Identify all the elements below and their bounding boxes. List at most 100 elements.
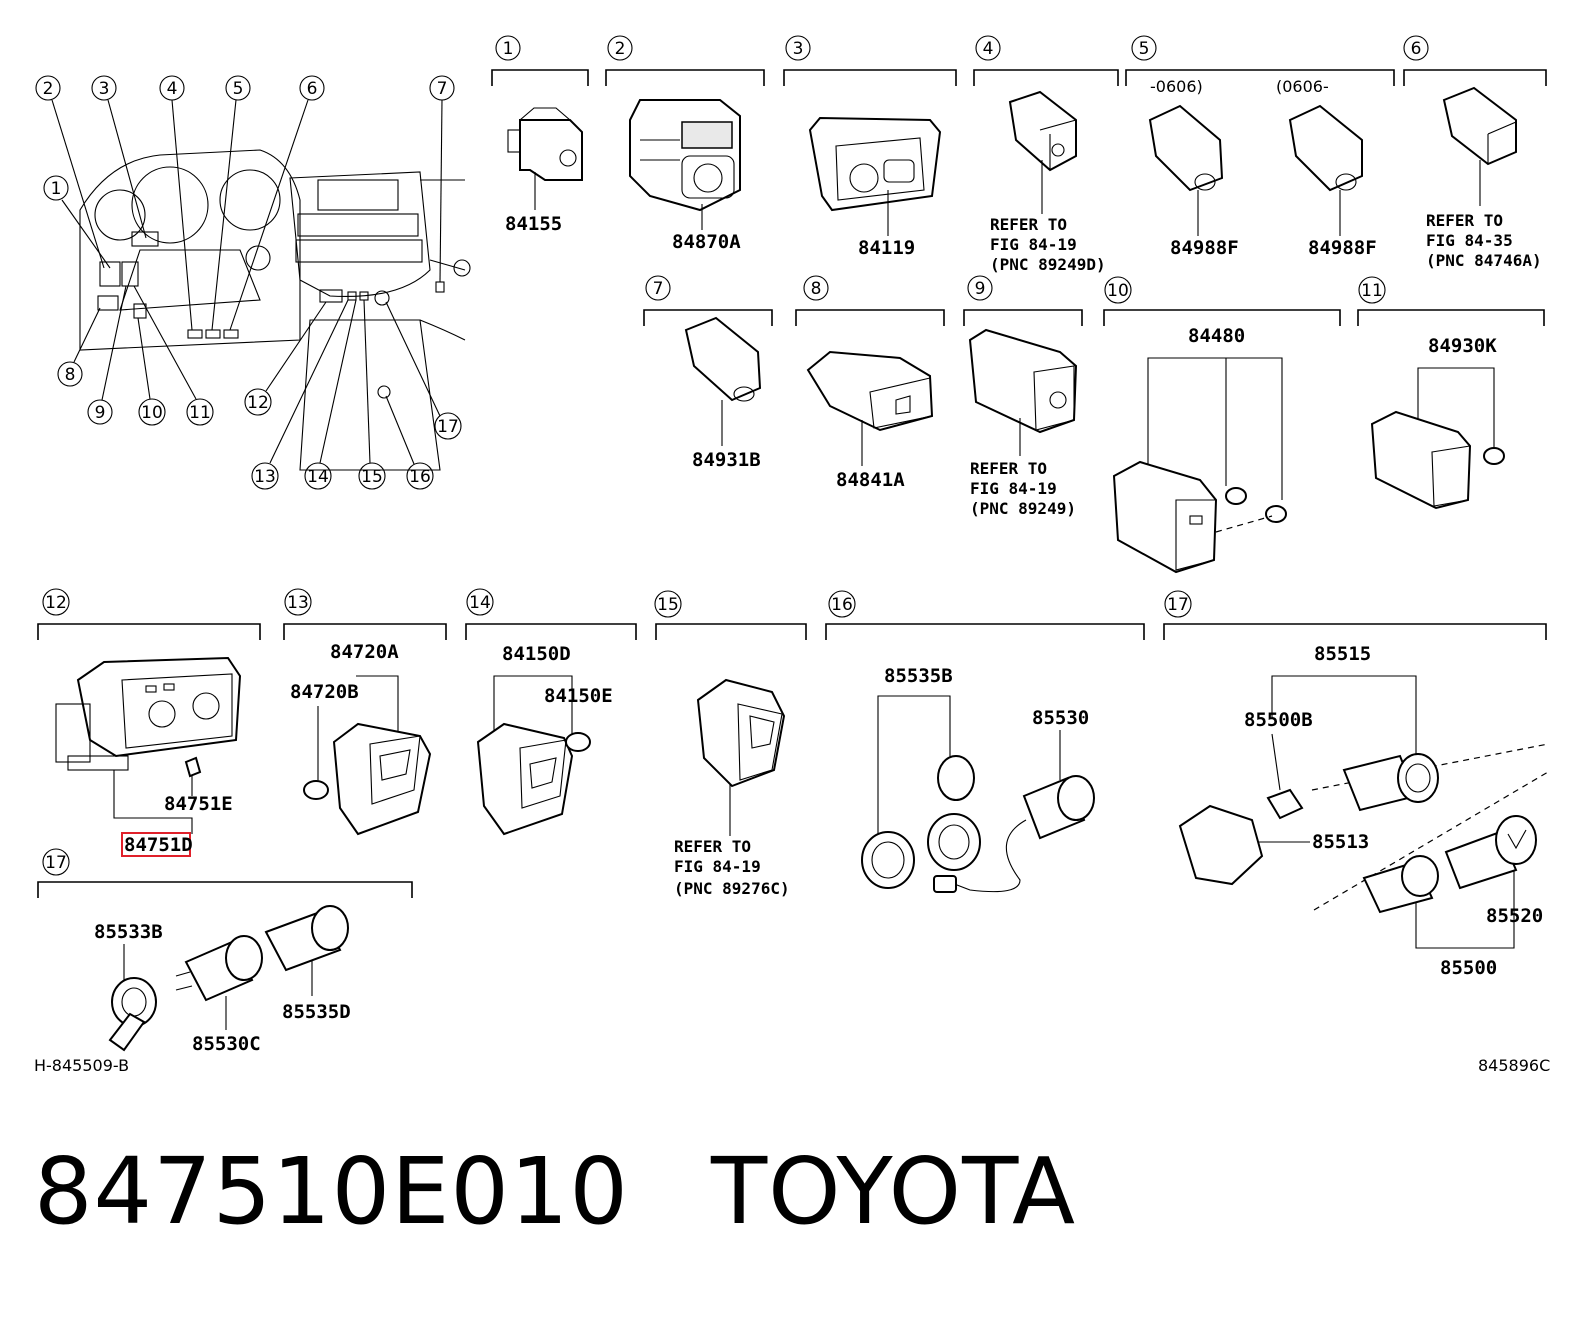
socket-85515-drawing: [1178, 743, 1549, 914]
switch-84119-drawing: [808, 116, 942, 212]
section-17-left: 17 85533B 85530C 85535D: [37, 848, 413, 1055]
range-label-a: -0606): [1150, 77, 1203, 96]
svg-text:6: 6: [1411, 39, 1422, 59]
svg-text:FIG 84-19: FIG 84-19: [970, 479, 1057, 498]
part-84150d-label: 84150D: [502, 643, 571, 665]
part-84841a-label: 84841A: [836, 469, 905, 491]
svg-text:4: 4: [983, 39, 994, 59]
section-11: 11 84930K: [1357, 276, 1545, 510]
section-1: 1 84155: [491, 35, 589, 235]
part-84480-label: 84480: [1188, 325, 1245, 347]
svg-text:2: 2: [615, 39, 626, 59]
switch-84841a-drawing: [806, 350, 934, 432]
svg-text:16: 16: [831, 595, 853, 615]
section-3: 3 84119: [783, 35, 957, 259]
svg-text:8: 8: [811, 279, 822, 299]
section-9: 9 REFER TO FIG 84-19 (PNC 89249): [963, 275, 1083, 518]
svg-text:REFER TO: REFER TO: [970, 459, 1047, 478]
svg-text:14: 14: [469, 593, 491, 613]
svg-text:(PNC 89276C): (PNC 89276C): [674, 879, 790, 898]
callout-5: 5: [233, 79, 244, 99]
part-85513-label: 85513: [1312, 831, 1369, 853]
section-2: 2 84870A: [605, 35, 765, 253]
switch-84155-drawing: [507, 107, 583, 181]
socket-85530-drawing: [861, 755, 1095, 893]
svg-text:REFER TO: REFER TO: [1426, 211, 1503, 230]
callout-12: 12: [247, 393, 269, 413]
part-85500b-label: 85500B: [1244, 709, 1313, 731]
section-4: 4 REFER TO FIG 84-19 (PNC 89249D): [973, 35, 1119, 274]
callout-1: 1: [51, 179, 62, 199]
switch-84931b-drawing: [684, 316, 762, 402]
switch-84150d-drawing: [476, 722, 591, 836]
part-85535b-label: 85535B: [884, 665, 953, 687]
part-85520-label: 85520: [1486, 905, 1543, 927]
part-number: 847510E010: [34, 1138, 629, 1245]
switch-84746a-drawing: [1442, 86, 1517, 166]
part-85515-label: 85515: [1314, 643, 1371, 665]
callout-13: 13: [254, 467, 276, 487]
callout-4: 4: [167, 79, 178, 99]
part-caption: 847510E010 TOYOTA: [34, 1138, 1158, 1245]
section-6: 6 REFER TO FIG 84-35 (PNC 84746A): [1403, 35, 1547, 270]
part-85530c-label: 85530C: [192, 1033, 261, 1055]
switch-89249d-drawing: [1008, 90, 1077, 172]
figure-code-right: 845896C: [1478, 1056, 1550, 1075]
part-84870a-label: 84870A: [672, 231, 741, 253]
section-10: 10 84480: [1103, 276, 1341, 574]
callout-14: 14: [307, 467, 329, 487]
switch-89249-drawing: [968, 328, 1078, 434]
svg-text:FIG 84-19: FIG 84-19: [674, 857, 761, 876]
part-84751d-label: 84751D: [124, 834, 193, 856]
brand-name: TOYOTA: [710, 1138, 1077, 1245]
callout-17: 17: [437, 417, 459, 437]
part-85533b-label: 85533B: [94, 921, 163, 943]
part-84931b-label: 84931B: [692, 449, 761, 471]
svg-text:17: 17: [1167, 595, 1189, 615]
part-84155-label: 84155: [505, 213, 562, 235]
section-13: 13 84720A 84720B: [283, 588, 447, 836]
part-84150e-label: 84150E: [544, 685, 613, 707]
svg-text:REFER TO: REFER TO: [674, 837, 751, 856]
callout-8: 8: [65, 365, 76, 385]
switch-84930k-drawing: [1370, 410, 1505, 510]
callout-9: 9: [95, 403, 106, 423]
switch-89276c-drawing: [696, 678, 786, 788]
svg-text:REFER TO: REFER TO: [990, 215, 1067, 234]
section-16: 16 85535B 85530: [825, 590, 1145, 893]
svg-text:9: 9: [975, 279, 986, 299]
section-15: 15 REFER TO FIG 84-19 (PNC 89276C): [654, 590, 807, 898]
figure-code-left: H-845509-B: [34, 1056, 129, 1075]
part-85500-label: 85500: [1440, 957, 1497, 979]
svg-text:1: 1: [503, 39, 514, 59]
dashboard-overview: [79, 149, 471, 471]
part-84119-label: 84119: [858, 237, 915, 259]
part-84720a-label: 84720A: [330, 641, 399, 663]
section-8: 8 84841A: [795, 275, 945, 491]
svg-text:11: 11: [1361, 281, 1383, 301]
callout-7: 7: [437, 79, 448, 99]
svg-text:17: 17: [45, 853, 67, 873]
svg-text:5: 5: [1139, 39, 1150, 59]
switch-84988f-a-drawing: [1148, 104, 1224, 192]
svg-text:13: 13: [287, 593, 309, 613]
callout-15: 15: [361, 467, 383, 487]
part-85530-label: 85530: [1032, 707, 1089, 729]
part-84751e-label: 84751E: [164, 793, 233, 815]
svg-text:(PNC 89249): (PNC 89249): [970, 499, 1076, 518]
part-84720b-label: 84720B: [290, 681, 359, 703]
socket-85530c-drawing: [108, 905, 349, 1052]
svg-text:FIG 84-19: FIG 84-19: [990, 235, 1077, 254]
callout-6: 6: [307, 79, 318, 99]
switch-84988f-b-drawing: [1288, 104, 1363, 192]
svg-text:7: 7: [653, 279, 664, 299]
section-17-right: 17 85515 85500B 85513 85520 85500: [1163, 590, 1549, 979]
highlight-box: [121, 832, 191, 857]
part-84930k-label: 84930K: [1428, 335, 1497, 357]
section-7: 7 84931B: [643, 275, 773, 471]
svg-text:12: 12: [45, 593, 67, 613]
switch-84720a-drawing: [303, 722, 432, 836]
svg-text:3: 3: [793, 39, 804, 59]
range-label-b: (0606-: [1276, 77, 1329, 96]
